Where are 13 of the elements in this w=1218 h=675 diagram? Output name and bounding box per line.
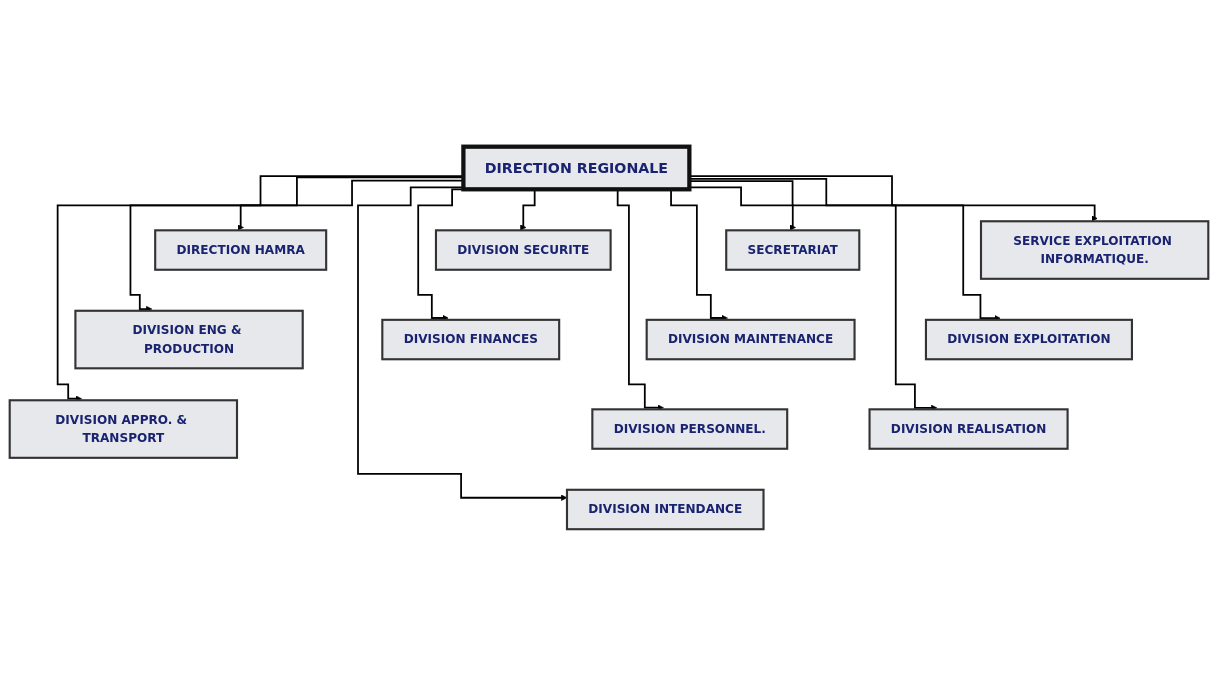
node-box: DIVISION FINANCES	[381, 318, 561, 360]
node-box: DIRECTION HAMRA	[154, 228, 328, 271]
node-box: DIRECTION REGIONALE	[461, 144, 692, 191]
node-box: DIVISION SECURITE	[434, 228, 612, 271]
node-box: DIVISION REALISATION	[868, 407, 1069, 450]
node-box: DIVISION EXPLOITATION	[924, 318, 1133, 360]
node-box: SERVICE EXPLOITATION INFORMATIQUE.	[979, 219, 1210, 280]
node-box: DIVISION PERSONNEL.	[591, 407, 789, 450]
node-box: SECRETARIAT	[725, 228, 861, 271]
node-box: DIVISION MAINTENANCE	[645, 318, 856, 360]
node-box: DIVISION APPRO. & TRANSPORT	[8, 398, 239, 459]
node-box: DIVISION ENG & PRODUCTION	[74, 309, 304, 369]
node-box: DIVISION INTENDANCE	[565, 488, 765, 530]
